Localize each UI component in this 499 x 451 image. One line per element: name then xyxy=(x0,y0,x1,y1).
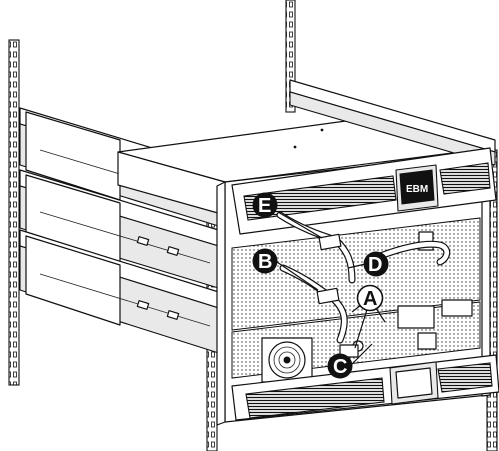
rail-bracket-right xyxy=(289,79,496,166)
cable-connectors xyxy=(316,233,359,358)
callout-c: C xyxy=(327,353,353,379)
rack-post-rear-left xyxy=(285,0,296,113)
callout-c-label: C xyxy=(333,356,347,378)
rail-bracket-middle xyxy=(19,169,226,291)
rail-bracket-bottom xyxy=(19,229,226,356)
callout-d-label: D xyxy=(368,254,382,276)
fan-grille xyxy=(261,337,313,383)
cable-loop-right xyxy=(371,240,451,266)
callout-a: A xyxy=(356,284,384,312)
callout-e: E xyxy=(252,192,278,218)
callout-b-label: B xyxy=(258,251,272,273)
callout-d: D xyxy=(363,251,389,277)
callout-b: B xyxy=(252,248,278,274)
upper-front-bezel xyxy=(231,147,497,235)
rack-post-front-left xyxy=(8,39,20,386)
lower-front-bezel xyxy=(231,354,499,421)
callout-a-label: A xyxy=(363,288,377,310)
ebm-label: EBM xyxy=(406,184,428,195)
callout-e-label: E xyxy=(258,195,271,217)
